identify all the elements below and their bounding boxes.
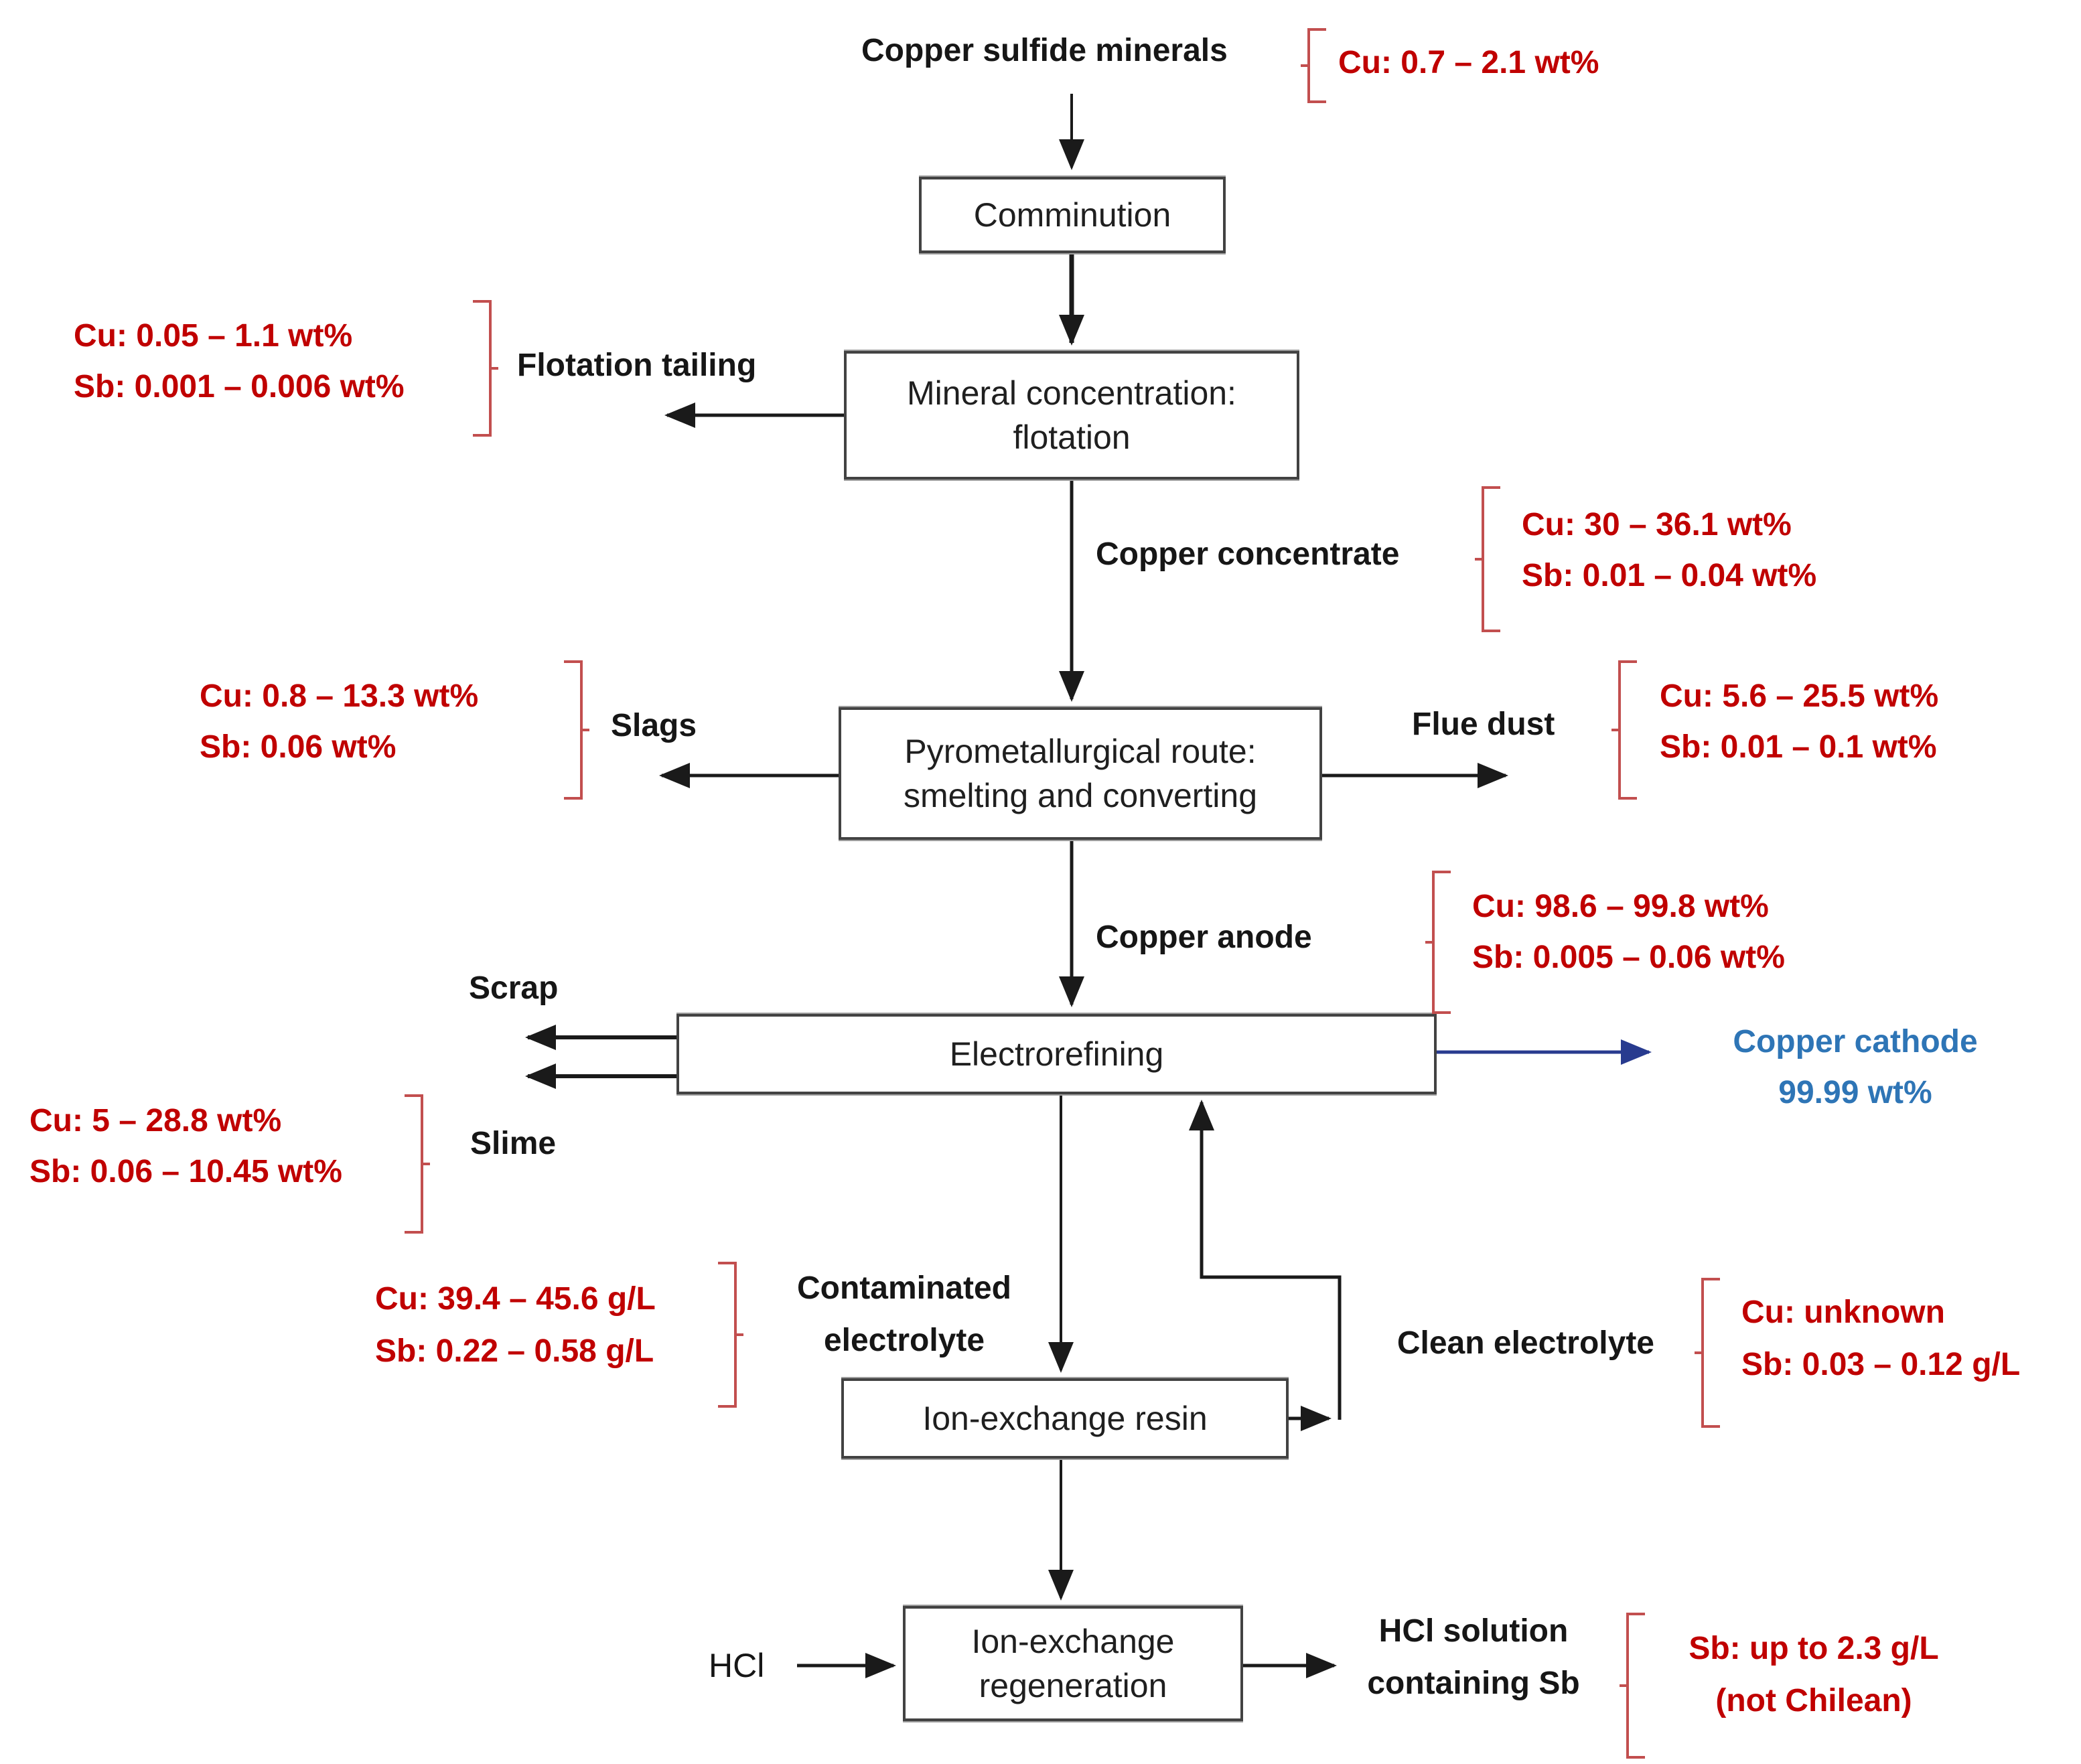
slime-bracket-icon (405, 1094, 430, 1234)
copper-concentrate-label: Copper concentrate (1096, 536, 1400, 572)
slime-value-cu: Cu: 5 – 28.8 wt% (29, 1103, 282, 1138)
node-mineral-concentration-line1: Mineral concentration: (907, 374, 1236, 412)
slags-bracket-icon (564, 660, 589, 800)
contaminated-electrolyte-value-cu: Cu: 39.4 – 45.6 g/L (375, 1281, 656, 1317)
hcl-output-label-line2: containing Sb (1367, 1666, 1580, 1701)
node-ion-exchange-resin: Ion-exchange resin (841, 1378, 1289, 1459)
copper-anode-value-sb: Sb: 0.005 – 0.06 wt% (1472, 940, 1785, 975)
slags-label: Slags (611, 708, 697, 743)
copper-cathode-purity: 99.99 wt% (1778, 1075, 1932, 1110)
feed-label: Copper sulfide minerals (861, 33, 1228, 68)
copper-cathode-label: Copper cathode (1733, 1024, 1978, 1059)
slime-value-sb: Sb: 0.06 – 10.45 wt% (29, 1154, 342, 1189)
hcl-output-label-line1: HCl solution (1378, 1613, 1569, 1649)
contaminated-electrolyte-bracket-icon (718, 1262, 743, 1408)
hcl-output-bracket-icon (1620, 1613, 1645, 1759)
clean-electrolyte-value-cu: Cu: unknown (1741, 1295, 1945, 1330)
contaminated-electrolyte-label-line2: electrolyte (823, 1323, 985, 1358)
scrap-label: Scrap (469, 970, 559, 1006)
slags-value-sb: Sb: 0.06 wt% (200, 729, 397, 765)
node-regeneration-line2: regeneration (979, 1667, 1167, 1704)
flue-dust-bracket-icon (1611, 660, 1637, 800)
node-ion-exchange-regeneration: Ion-exchange regeneration (903, 1606, 1243, 1721)
flue-dust-value-sb: Sb: 0.01 – 0.1 wt% (1660, 729, 1937, 765)
flue-dust-label: Flue dust (1412, 707, 1555, 742)
copper-concentrate-value-cu: Cu: 30 – 36.1 wt% (1522, 507, 1792, 542)
node-mineral-concentration: Mineral concentration: flotation (844, 351, 1299, 480)
node-electrorefining-label: Electrorefining (949, 1035, 1164, 1073)
node-mineral-concentration-line2: flotation (1013, 419, 1131, 456)
flotation-tailing-value-cu: Cu: 0.05 – 1.1 wt% (74, 318, 353, 354)
copper-concentrate-bracket-icon (1475, 486, 1500, 632)
slime-label: Slime (470, 1126, 557, 1161)
slags-value-cu: Cu: 0.8 – 13.3 wt% (200, 678, 479, 714)
node-regeneration-line1: Ion-exchange (971, 1623, 1175, 1660)
flue-dust-value-cu: Cu: 5.6 – 25.5 wt% (1660, 678, 1939, 714)
hcl-output-value-sb: Sb: up to 2.3 g/L (1689, 1631, 1939, 1666)
copper-concentrate-value-sb: Sb: 0.01 – 0.04 wt% (1522, 558, 1817, 593)
copper-anode-value-cu: Cu: 98.6 – 99.8 wt% (1472, 889, 1769, 924)
node-comminution: Comminution (919, 177, 1226, 253)
contaminated-electrolyte-label-line1: Contaminated (796, 1270, 1011, 1306)
node-comminution-label: Comminution (973, 196, 1171, 234)
flotation-tailing-bracket-icon (473, 300, 498, 437)
contaminated-electrolyte-value-sb: Sb: 0.22 – 0.58 g/L (375, 1333, 654, 1369)
node-pyrometallurgical-line1: Pyrometallurgical route: (904, 733, 1257, 770)
clean-electrolyte-value-sb: Sb: 0.03 – 0.12 g/L (1741, 1347, 2021, 1382)
copper-anode-bracket-icon (1425, 871, 1451, 1014)
hcl-input-label: HCl (709, 1647, 765, 1684)
arrow-clean-electrolyte-return (1189, 1100, 1342, 1420)
flotation-tailing-value-sb: Sb: 0.001 – 0.006 wt% (74, 369, 405, 405)
copper-anode-label: Copper anode (1096, 920, 1312, 955)
node-ion-exchange-resin-label: Ion-exchange resin (922, 1400, 1208, 1437)
feed-value-cu: Cu: 0.7 – 2.1 wt% (1338, 45, 1599, 80)
node-pyrometallurgical-line2: smelting and converting (903, 777, 1258, 814)
feed-bracket-icon (1301, 28, 1326, 103)
node-electrorefining: Electrorefining (676, 1014, 1437, 1094)
flotation-tailing-label: Flotation tailing (517, 348, 757, 383)
clean-electrolyte-bracket-icon (1695, 1278, 1720, 1428)
hcl-output-value-note: (not Chilean) (1715, 1683, 1912, 1718)
node-pyrometallurgical-route: Pyrometallurgical route: smelting and co… (839, 707, 1322, 840)
clean-electrolyte-label: Clean electrolyte (1396, 1325, 1654, 1361)
